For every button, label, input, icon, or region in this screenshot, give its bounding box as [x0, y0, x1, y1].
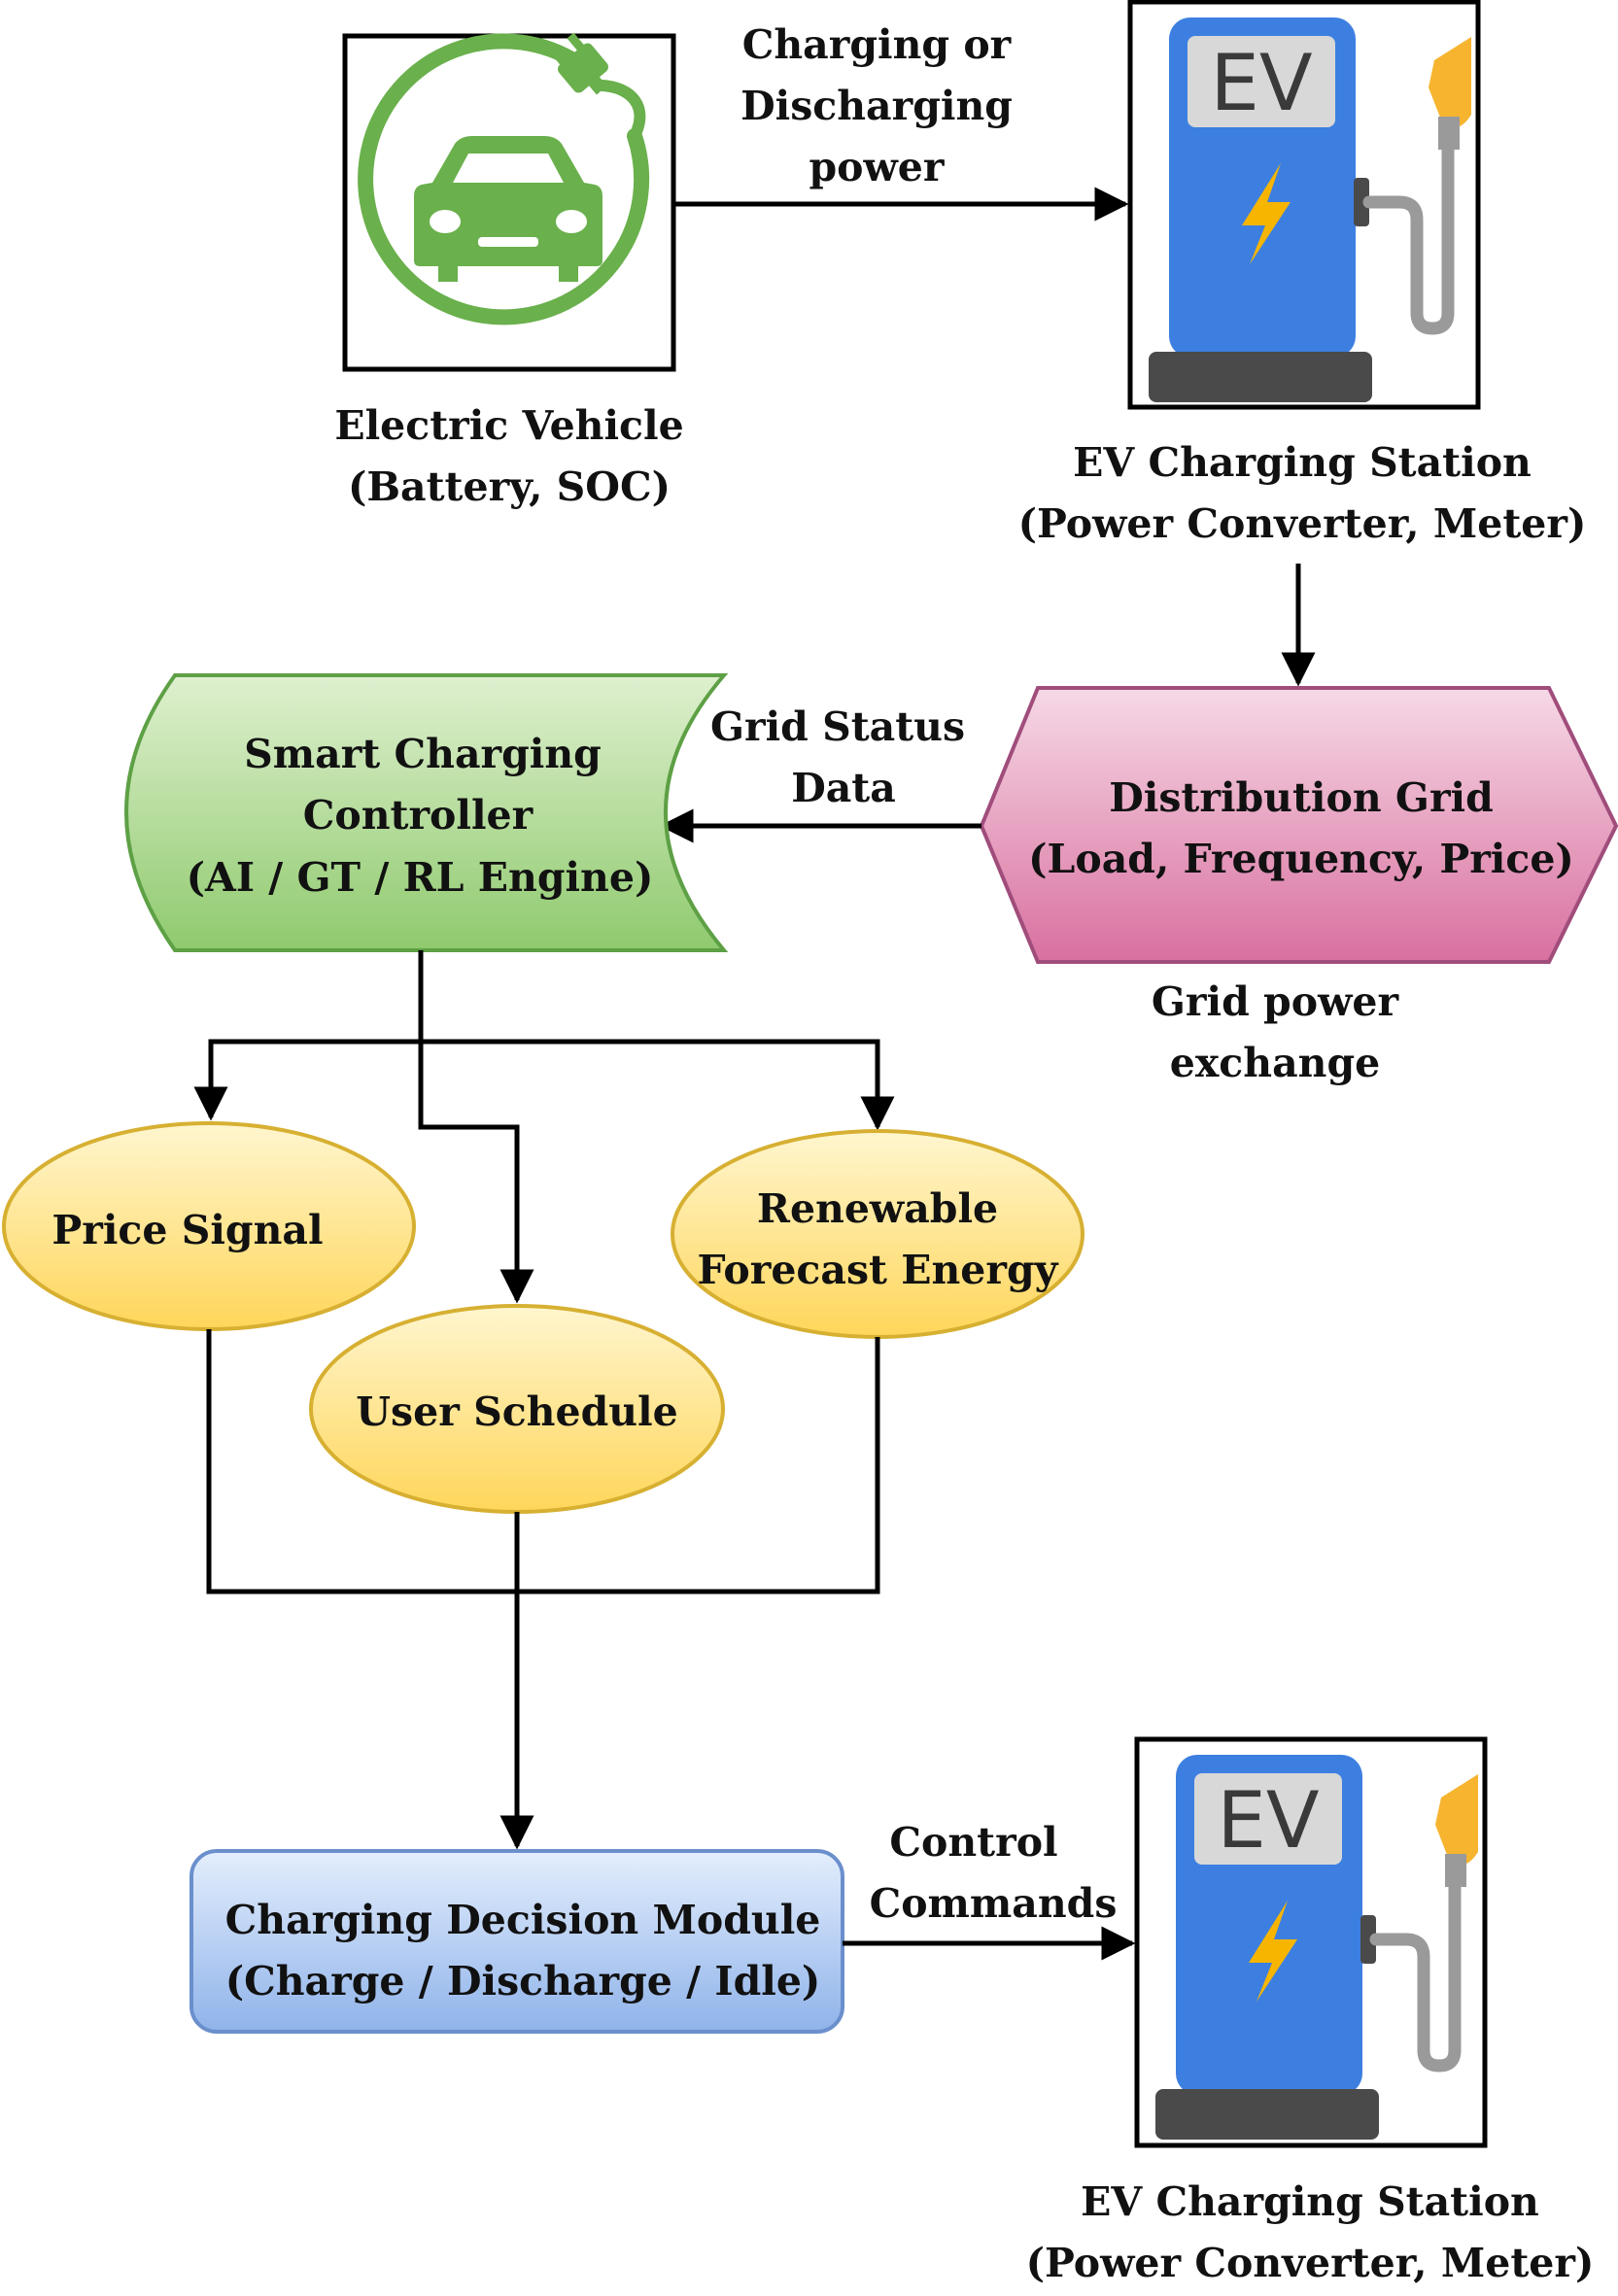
inputs-merge-edges [206, 1329, 880, 1850]
price-label: Price Signal [52, 1207, 323, 1253]
station-top-subtitle: (Power Converter, Meter) [1018, 500, 1587, 547]
grid-title: Distribution Grid [1109, 774, 1494, 821]
ev-node: Electric Vehicle (Battery, SOC) [334, 32, 684, 510]
screen-text: EV [1217, 1775, 1320, 1866]
schedule-label: User Schedule [356, 1388, 677, 1435]
controller-line1: Smart Charging [244, 731, 602, 777]
ev-title: Electric Vehicle [334, 402, 683, 449]
edge-label-control-line2: Commands [870, 1880, 1118, 1927]
renewable-forecast-node: Renewable Forecast Energy [671, 1129, 1084, 1339]
charging-decision-module-node: Charging Decision Module (Charge / Disch… [189, 1849, 844, 2034]
decision-title: Charging Decision Module [225, 1897, 821, 1943]
edge-controller-to-renewable [421, 1039, 895, 1131]
controller-fanout-edges [193, 950, 895, 1304]
distribution-grid-node: Distribution Grid (Load, Frequency, Pric… [979, 686, 1618, 964]
ev-charging-pump-icon: EV [1149, 17, 1471, 402]
controller-line2: Controller [303, 792, 534, 839]
price-signal-node: Price Signal [2, 1121, 416, 1331]
station-bottom-title: EV Charging Station [1081, 2178, 1539, 2225]
edge-label-ev-line1: Charging or [742, 21, 1013, 68]
station-top-title: EV Charging Station [1073, 439, 1532, 486]
grid-power-label-line2: exchange [1170, 1040, 1380, 1086]
edge-label-ev-line3: power [809, 144, 946, 190]
edge-label-grid-status-line2: Data [791, 765, 896, 811]
edge-label-ev-line2: Discharging [740, 83, 1013, 129]
edge-label-grid-status-line1: Grid Status [710, 703, 965, 750]
ev-charging-pump-icon: EV [1155, 1755, 1478, 2140]
controller-shape [124, 673, 729, 952]
controller-line3: (AI / GT / RL Engine) [187, 854, 654, 901]
grid-hexagon [979, 686, 1618, 964]
user-schedule-node: User Schedule [309, 1304, 725, 1514]
ev-plug-car-icon [358, 32, 650, 326]
ev-subtitle: (Battery, SOC) [348, 463, 671, 510]
grid-subtitle: (Load, Frequency, Price) [1028, 836, 1574, 882]
grid-power-label-line1: Grid power [1152, 978, 1400, 1025]
smart-charging-controller-node: Smart Charging Controller (AI / GT / RL … [124, 673, 729, 952]
decision-subtitle: (Charge / Discharge / Idle) [225, 1958, 821, 2005]
edge-controller-to-schedule [418, 1042, 534, 1304]
edge-merge-bar [206, 1329, 880, 1594]
station-bottom-subtitle: (Power Converter, Meter) [1026, 2240, 1595, 2286]
renewable-label-line2: Forecast Energy [698, 1247, 1059, 1293]
edge-label-control-line1: Control [889, 1819, 1057, 1866]
renewable-label-line1: Renewable [757, 1185, 998, 1232]
edge-controller-to-price [193, 950, 424, 1121]
station-top-node: EV EV Charging Station (Power Converter,… [1018, 0, 1587, 547]
renewable-ellipse [671, 1129, 1084, 1339]
screen-text: EV [1210, 38, 1313, 128]
station-bottom-node: EV EV Charging Station (Power Converter,… [1026, 1736, 1595, 2286]
